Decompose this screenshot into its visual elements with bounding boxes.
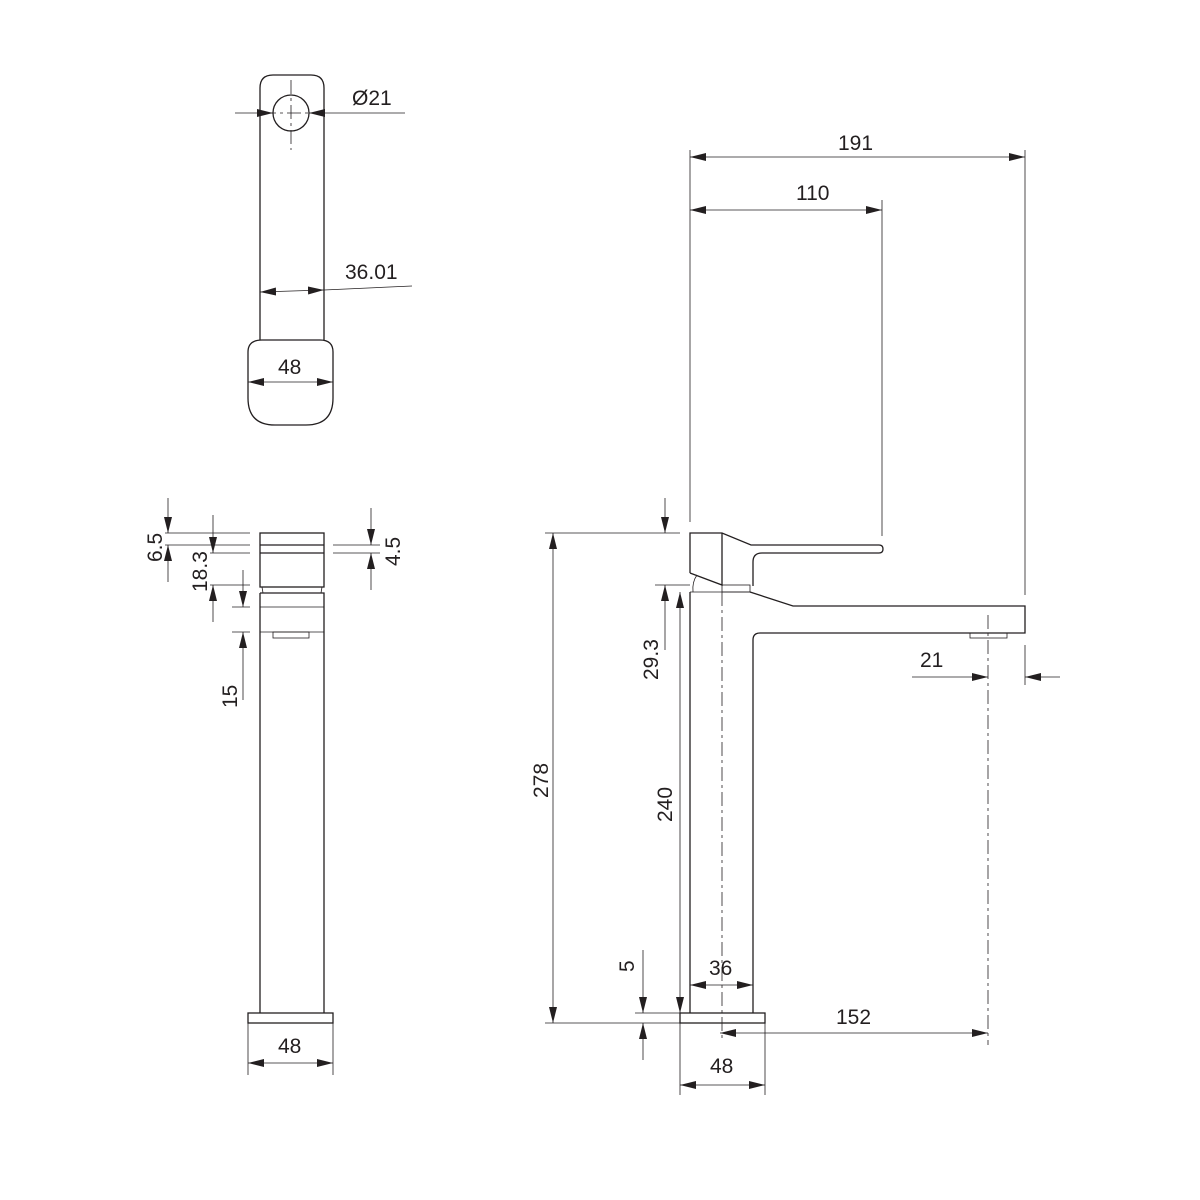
dim-label: 5 [616,960,639,972]
dim-label: 21 [920,649,943,672]
dim-width-angle: 36.01 [259,261,413,296]
side-view: 191 110 21 278 29.3 240 [530,132,1060,1095]
front-view: 6.5 18.3 15 4.5 48 [144,498,405,1075]
dim-label: 48 [710,1055,733,1078]
dim-4-5: 4.5 [367,508,405,590]
dim-29-3: 29.3 [640,498,669,680]
dim-label: 278 [530,763,553,798]
dim-label: 110 [796,182,829,205]
dim-label: 152 [836,1006,871,1029]
dim-18-3: 18.3 [189,515,217,622]
dim-label: 48 [278,356,301,379]
dim-front-base-width: 48 [247,1023,334,1075]
dim-label: 18.3 [189,551,212,592]
dim-label: 29.3 [640,639,663,680]
dim-152: 152 [720,1006,988,1037]
dim-21: 21 [912,649,1060,681]
dim-label: 48 [278,1035,301,1058]
dim-label: 191 [838,132,873,155]
dim-6-5: 6.5 [144,498,172,582]
dim-5: 5 [616,950,647,1060]
dim-36: 36 [690,957,753,989]
dim-110: 110 [690,182,882,214]
dim-label: 36.01 [345,261,398,284]
dim-label: Ø21 [352,87,392,110]
dim-label: 240 [654,787,677,822]
dim-label: 6.5 [144,533,167,562]
dim-240: 240 [654,592,684,1013]
dim-label: 4.5 [382,537,405,566]
dim-191: 191 [690,132,1025,161]
dim-15: 15 [219,570,247,708]
dim-label: 36 [709,957,732,980]
dim-278: 278 [530,533,557,1023]
top-view: Ø21 36.01 48 [235,74,413,426]
dim-top-base-width: 48 [248,356,333,386]
dim-diameter: Ø21 [235,87,405,117]
dim-side-base-width: 48 [679,1023,766,1095]
dim-label: 15 [219,685,242,708]
